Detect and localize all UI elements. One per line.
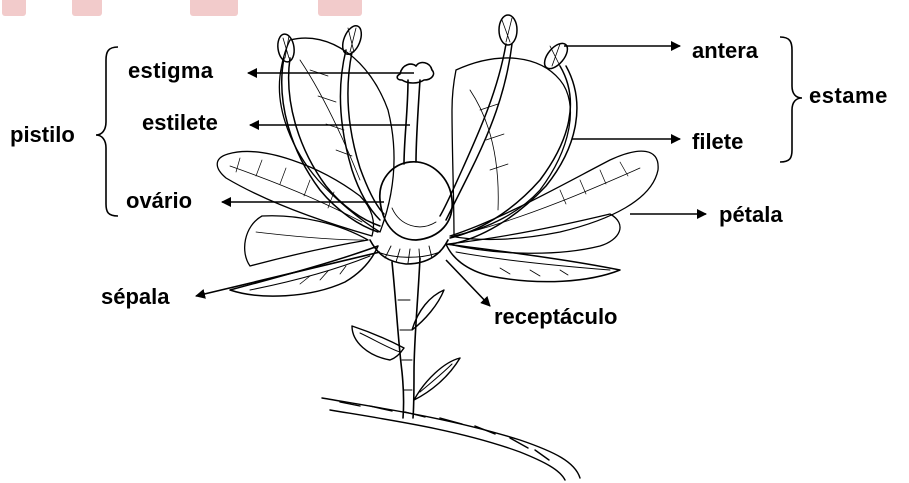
label-sepala: sépala: [101, 286, 170, 308]
style: [397, 63, 433, 164]
estame-brace: [780, 37, 802, 162]
label-estigma: estigma: [128, 60, 213, 82]
stem-leaves: [352, 290, 460, 400]
label-pistilo: pistilo: [10, 124, 75, 146]
label-estame: estame: [809, 85, 888, 107]
stem: [392, 258, 420, 418]
label-receptaculo: receptáculo: [494, 306, 618, 328]
ovary: [380, 162, 452, 240]
pointers: [196, 46, 706, 306]
receptacle: [370, 240, 448, 264]
label-petala: pétala: [719, 204, 783, 226]
pistilo-brace: [96, 47, 118, 216]
label-estilete: estilete: [142, 112, 218, 134]
sepala-pointer: [196, 252, 380, 296]
label-antera: antera: [692, 40, 758, 62]
stamens: [276, 15, 577, 244]
label-filete: filete: [692, 131, 743, 153]
flower-illustration: [217, 15, 658, 480]
branch: [322, 398, 580, 480]
label-ovario: ovário: [126, 190, 192, 212]
